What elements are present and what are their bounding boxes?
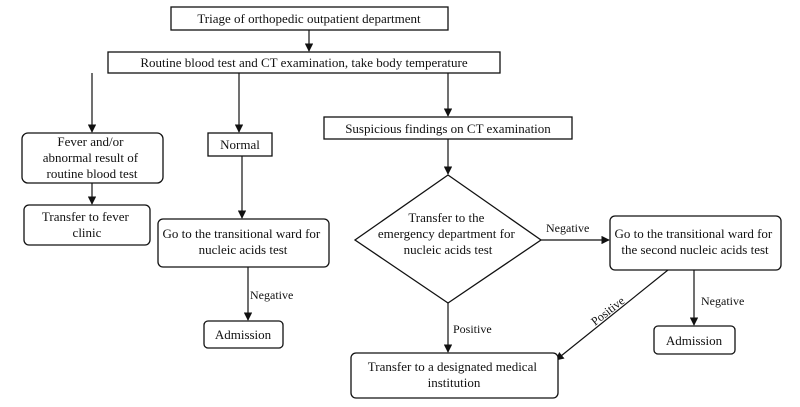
node-transitional-ward: Go to the transitional ward for nucleic … bbox=[157, 218, 330, 268]
node-triage: Triage of orthopedic outpatient departme… bbox=[170, 6, 449, 31]
node-transitional-ward-text: Go to the transitional ward for nucleic … bbox=[162, 226, 323, 257]
node-suspicious: Suspicious findings on CT examination bbox=[323, 116, 573, 140]
node-admission-left-line-1: Admission bbox=[215, 327, 272, 342]
node-emergency-line-1: Transfer to the bbox=[408, 210, 484, 225]
node-fever-line-2: abnormal result of bbox=[43, 150, 139, 165]
node-designated-box bbox=[350, 352, 559, 399]
node-transitional-ward-line-2: nucleic acids test bbox=[199, 242, 288, 257]
node-fever-clinic-line-1: Transfer to fever bbox=[42, 209, 130, 224]
label-negative-left: Negative bbox=[250, 288, 293, 302]
node-fever-clinic-text: Transfer to fever clinic bbox=[42, 209, 132, 240]
node-routine-box bbox=[107, 51, 501, 74]
node-designated-line-1: Transfer to a designated medical bbox=[368, 359, 538, 374]
node-admission-left: Admission bbox=[203, 320, 284, 349]
node-admission-right-text: Admission bbox=[666, 333, 723, 348]
node-designated: Transfer to a designated medical institu… bbox=[350, 352, 559, 399]
label-negative-right: Negative bbox=[701, 294, 744, 308]
node-emergency-line-3: nucleic acids test bbox=[404, 242, 493, 257]
node-designated-text: Transfer to a designated medical institu… bbox=[368, 359, 540, 390]
node-admission-left-box bbox=[203, 320, 284, 349]
node-emergency-line-2: emergency department for bbox=[378, 226, 516, 241]
node-suspicious-line-1: Suspicious findings on CT examination bbox=[345, 121, 551, 136]
node-fever-clinic: Transfer to fever clinic bbox=[23, 204, 151, 246]
node-suspicious-box bbox=[323, 116, 573, 140]
node-normal: Normal bbox=[207, 132, 273, 157]
node-normal-box bbox=[207, 132, 273, 157]
node-transitional-ward-box bbox=[157, 218, 330, 268]
node-second-test: Go to the transitional ward for the seco… bbox=[609, 215, 782, 271]
node-routine: Routine blood test and CT examination, t… bbox=[107, 51, 501, 74]
node-normal-text: Normal bbox=[220, 137, 260, 152]
label-positive-middle: Positive bbox=[453, 322, 492, 336]
node-fever-box bbox=[21, 132, 164, 184]
node-second-test-line-2: the second nucleic acids test bbox=[621, 242, 769, 257]
edge-second-test-to-designated bbox=[555, 269, 669, 361]
node-triage-text: Triage of orthopedic outpatient departme… bbox=[197, 11, 421, 26]
node-routine-text: Routine blood test and CT examination, t… bbox=[140, 55, 467, 70]
node-designated-line-2: institution bbox=[428, 375, 481, 390]
node-fever: Fever and/or abnormal result of routine … bbox=[21, 132, 164, 184]
node-triage-line-1: Triage of orthopedic outpatient departme… bbox=[197, 11, 421, 26]
node-triage-box bbox=[170, 6, 449, 31]
node-fever-clinic-box bbox=[23, 204, 151, 246]
node-emergency-diamond bbox=[353, 174, 543, 304]
label-negative-middle: Negative bbox=[546, 221, 589, 235]
node-suspicious-text: Suspicious findings on CT examination bbox=[345, 121, 551, 136]
node-fever-line-1: Fever and/or bbox=[57, 134, 124, 149]
node-fever-text: Fever and/or abnormal result of routine … bbox=[43, 134, 142, 181]
node-admission-left-text: Admission bbox=[215, 327, 272, 342]
node-admission-right-line-1: Admission bbox=[666, 333, 723, 348]
node-second-test-line-1: Go to the transitional ward for bbox=[614, 226, 772, 241]
node-admission-right: Admission bbox=[653, 325, 736, 355]
node-fever-line-3: routine blood test bbox=[47, 166, 138, 181]
node-routine-line-1: Routine blood test and CT examination, t… bbox=[140, 55, 467, 70]
node-transitional-ward-line-1: Go to the transitional ward for bbox=[162, 226, 320, 241]
node-normal-line-1: Normal bbox=[220, 137, 260, 152]
node-second-test-text: Go to the transitional ward for the seco… bbox=[614, 226, 775, 257]
edges bbox=[87, 30, 699, 361]
node-admission-right-box bbox=[653, 325, 736, 355]
node-emergency: Transfer to the emergency department for… bbox=[353, 174, 543, 304]
node-emergency-text: Transfer to the emergency department for… bbox=[378, 210, 518, 257]
label-positive-right: Positive bbox=[588, 294, 627, 329]
node-fever-clinic-line-2: clinic bbox=[73, 225, 102, 240]
node-second-test-box bbox=[609, 215, 782, 271]
